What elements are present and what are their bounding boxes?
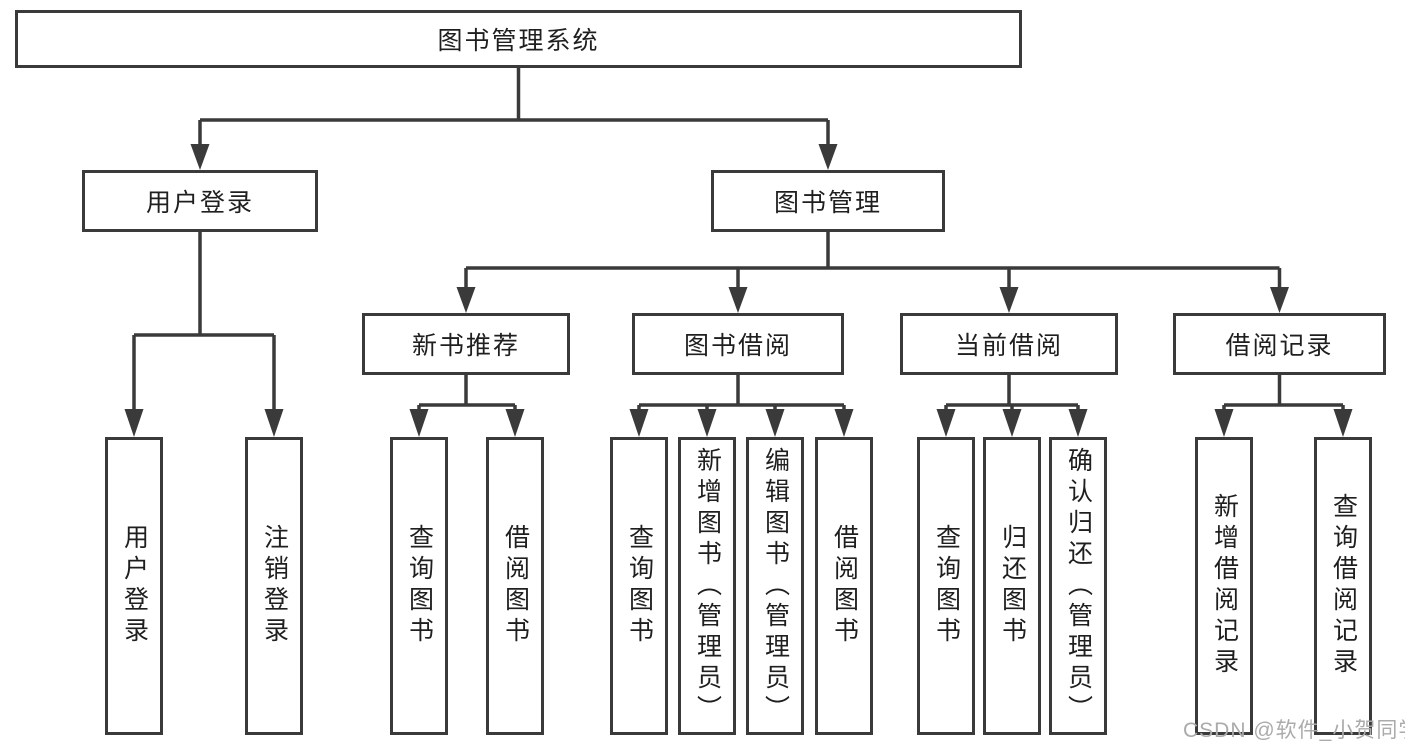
node-book-management: 图书管理 — [711, 170, 945, 232]
node-borrowing-records: 借阅记录 — [1173, 313, 1386, 375]
leaf-current-confirm-return-admin: 确认归还（管理员） — [1049, 437, 1107, 735]
leaf-rec-borrow-books: 借阅图书 — [486, 437, 544, 735]
node-new-book-recommend: 新书推荐 — [362, 313, 570, 375]
leaf-borrow-add-books-admin: 新增图书（管理员） — [678, 437, 736, 735]
leaf-user-login: 用户登录 — [105, 437, 163, 735]
node-book-borrowing: 图书借阅 — [632, 313, 844, 375]
leaf-current-return-books: 归还图书 — [983, 437, 1041, 735]
node-current-borrowing: 当前借阅 — [900, 313, 1118, 375]
leaf-current-query-books: 查询图书 — [917, 437, 975, 735]
leaf-borrow-query-books: 查询图书 — [610, 437, 668, 735]
leaf-records-add-record: 新增借阅记录 — [1195, 437, 1253, 735]
leaf-borrow-edit-books-admin: 编辑图书（管理员） — [746, 437, 804, 735]
node-library-management-system: 图书管理系统 — [15, 10, 1022, 68]
leaf-rec-query-books: 查询图书 — [390, 437, 448, 735]
leaf-records-query-record: 查询借阅记录 — [1314, 437, 1372, 735]
leaf-logout-login: 注销登录 — [245, 437, 303, 735]
leaf-borrow-borrow-books: 借阅图书 — [815, 437, 873, 735]
watermark: CSDN @软件_小贺同学 — [1183, 719, 1405, 742]
node-user-login: 用户登录 — [82, 170, 318, 232]
